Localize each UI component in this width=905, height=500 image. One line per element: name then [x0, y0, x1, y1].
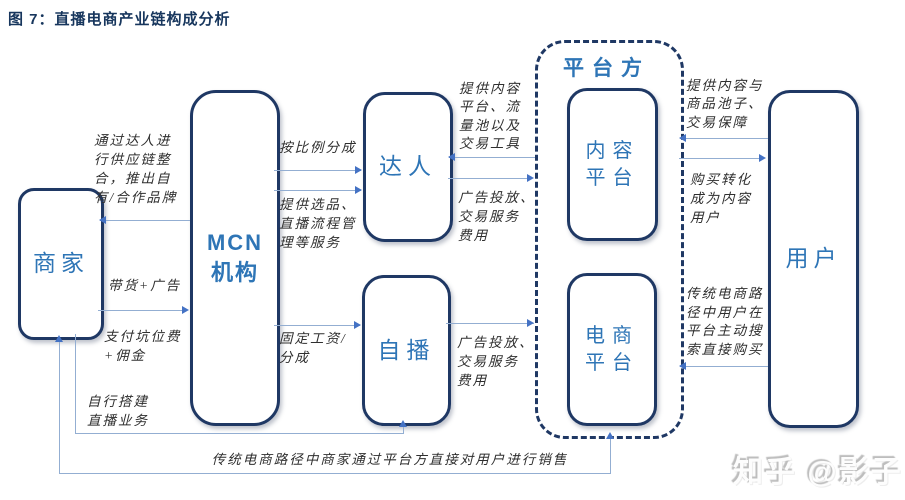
node-user-label: 用户	[785, 246, 842, 272]
connector-self-broadcast-to-platform	[446, 323, 534, 324]
connector-traditional-left-vertical	[59, 342, 60, 474]
node-ecommerce-platform: 电商 平台	[567, 273, 657, 426]
edge-label-proportional-share: 按比例分成	[279, 140, 357, 155]
arrowhead-into-merchant-bottom	[55, 335, 63, 342]
node-mcn-label: MCN 机构	[206, 230, 264, 285]
edge-label-fixed-salary: 固定工资/ 分成	[279, 331, 347, 366]
arrowhead-into-user	[759, 154, 766, 162]
node-user: 用户	[768, 90, 859, 428]
connector-self-build-vertical	[75, 334, 76, 434]
platform-group-title: 平台方	[563, 56, 650, 80]
figure-title: 图 7：直播电商产业链构成分析	[8, 11, 231, 28]
connector-user-to-platform-top	[680, 138, 768, 139]
node-influencer-label: 达人	[379, 154, 437, 180]
connector-platform-to-influencer	[449, 157, 535, 158]
arrowhead-into-platform-2	[527, 319, 534, 327]
edge-label-ad-fees-influencer: 广告投放、 交易服务 费用	[458, 190, 536, 244]
edge-label-purchase-conversion: 购买转化 成为内容 用户	[690, 172, 752, 226]
edge-label-content-pool: 提供内容与 商品池子、 交易保障	[686, 78, 764, 130]
node-merchant: 商家	[18, 188, 104, 340]
arrowhead-into-platform-group-bottom	[606, 432, 614, 439]
node-self-broadcast-label: 自播	[377, 337, 436, 363]
node-content-platform-label: 内容 平台	[585, 139, 640, 189]
arrowhead-into-influencer-2	[355, 186, 362, 194]
node-self-broadcast: 自播	[362, 275, 451, 426]
node-ecommerce-platform-label: 电商 平台	[585, 324, 639, 374]
connector-self-build-riser	[403, 427, 404, 434]
node-merchant-label: 商家	[33, 251, 89, 277]
node-mcn: MCN 机构	[190, 90, 280, 426]
edge-label-supply-chain: 通过达人进 行供应链整 合，推出自 有/合作品牌	[94, 133, 178, 206]
connector-platform-to-user	[679, 158, 760, 159]
connector-mcn-to-influencer-2	[274, 190, 361, 191]
connector-merchant-to-mcn	[98, 310, 183, 311]
edge-label-selection-services: 提供选品、 直播流程管 理等服务	[279, 197, 357, 251]
edge-label-user-search: 传统电商路 径中用户在 平台主动搜 索直接购买	[686, 286, 764, 357]
connector-traditional-right-vertical	[610, 439, 611, 474]
node-influencer: 达人	[363, 92, 453, 242]
arrowhead-into-platform-top	[679, 134, 686, 142]
arrowhead-into-self-broadcast	[354, 321, 361, 329]
connector-traditional-horizontal	[59, 473, 610, 474]
connector-mcn-to-influencer-1	[274, 170, 361, 171]
arrowhead-into-platform-1	[527, 174, 534, 182]
edge-label-traditional-path: 传统电商路径中商家通过平台方直接对用户进行销售	[211, 452, 569, 467]
arrowhead-into-influencer-right	[448, 153, 455, 161]
edge-label-self-build: 自行搭建 直播业务	[87, 394, 149, 429]
arrowhead-into-mcn	[182, 306, 189, 314]
arrowhead-into-merchant	[99, 216, 106, 224]
edge-label-goods-ads: 带货+广告	[108, 278, 182, 293]
watermark: 知乎 @影子	[733, 456, 903, 489]
connector-self-build-horizontal	[75, 433, 404, 434]
arrowhead-into-platform-bottom	[679, 362, 686, 370]
connector-mcn-to-merchant	[100, 220, 190, 221]
edge-label-ad-fees-self: 广告投放、 交易服务 费用	[457, 335, 535, 389]
connector-user-to-platform-bottom	[680, 366, 768, 367]
node-content-platform: 内容 平台	[567, 88, 658, 241]
edge-label-slot-fee: 支付坑位费 +佣金	[104, 329, 182, 364]
connector-mcn-to-self-broadcast	[274, 325, 360, 326]
edge-label-content-tools: 提供内容 平台、流 量池以及 交易工具	[459, 81, 521, 152]
arrowhead-into-influencer-1	[355, 166, 362, 174]
arrowhead-into-self-broadcast-bottom	[399, 420, 407, 427]
connector-influencer-to-platform	[448, 178, 528, 179]
